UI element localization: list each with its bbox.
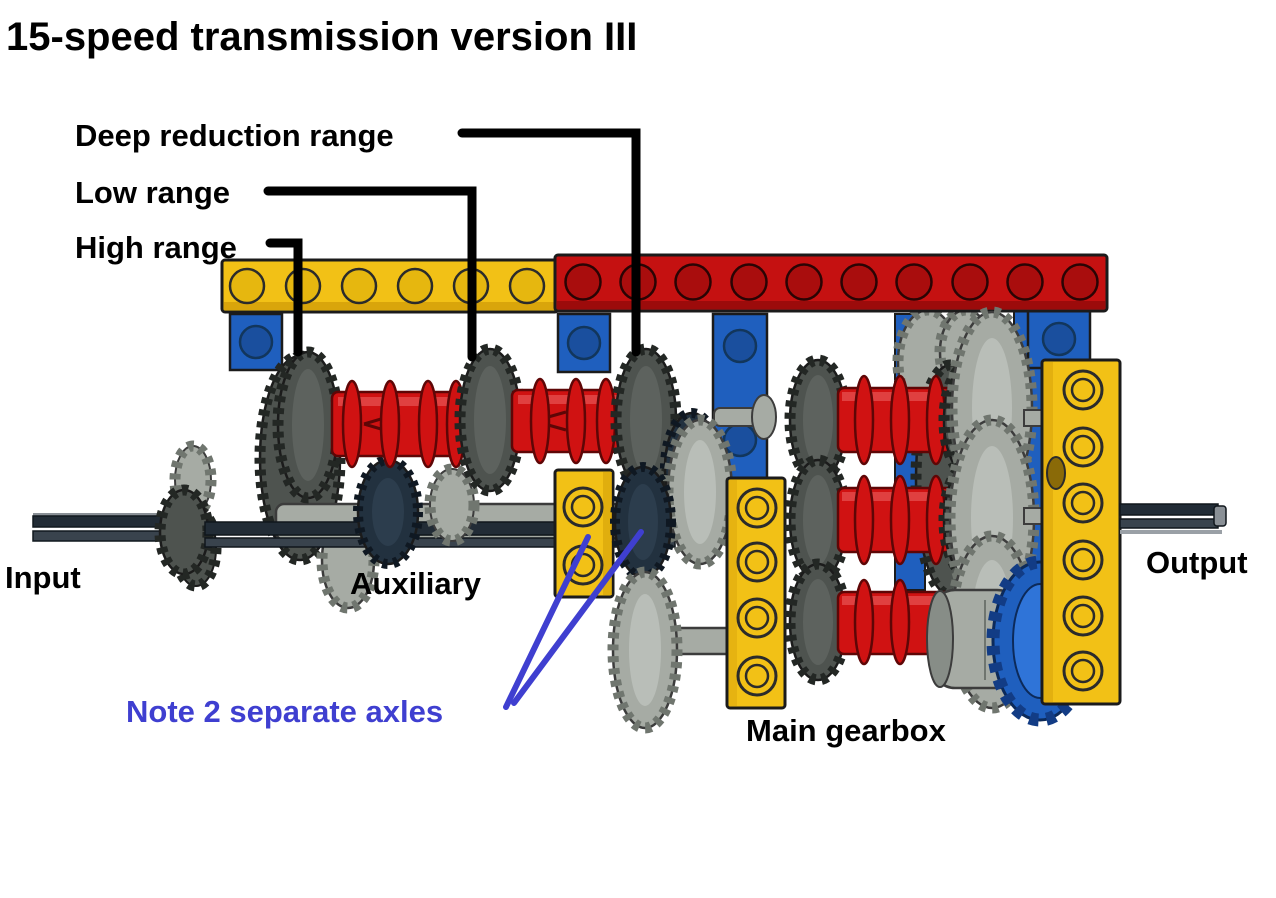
aux-red-driving-rings-b bbox=[510, 377, 626, 465]
right-support-plate bbox=[1040, 358, 1122, 706]
label-deep-reduction-range: Deep reduction range bbox=[75, 118, 394, 153]
leader-line-deep-reduction bbox=[457, 128, 641, 357]
clutch-gear-high-range bbox=[272, 346, 344, 504]
label-input: Input bbox=[5, 560, 81, 595]
note-leader-line-1 bbox=[503, 534, 591, 710]
leader-line-high-range bbox=[265, 238, 303, 357]
label-low-range: Low range bbox=[75, 175, 230, 210]
label-high-range: High range bbox=[75, 230, 237, 265]
page-title: 15-speed transmission version III bbox=[6, 15, 637, 59]
main-gearbox-row-3 bbox=[784, 558, 960, 686]
aux-gray-stub-axle bbox=[713, 394, 777, 440]
leader-line-low-range bbox=[263, 186, 477, 362]
top-red-beam bbox=[553, 253, 1109, 313]
note-leader-line-2 bbox=[511, 529, 644, 706]
main-left-plate bbox=[725, 476, 787, 710]
middle-gear-column bbox=[607, 414, 738, 734]
label-note-2-separate-axles: Note 2 separate axles bbox=[126, 694, 443, 729]
aux-red-driving-rings-a bbox=[330, 379, 470, 469]
top-yellow-beam bbox=[220, 258, 560, 314]
label-auxiliary: Auxiliary bbox=[350, 566, 482, 601]
output-axle bbox=[1119, 503, 1227, 534]
label-main-gearbox: Main gearbox bbox=[746, 713, 947, 748]
blue-brick bbox=[556, 312, 612, 374]
label-output: Output bbox=[1146, 545, 1248, 580]
blue-brick bbox=[228, 312, 284, 372]
